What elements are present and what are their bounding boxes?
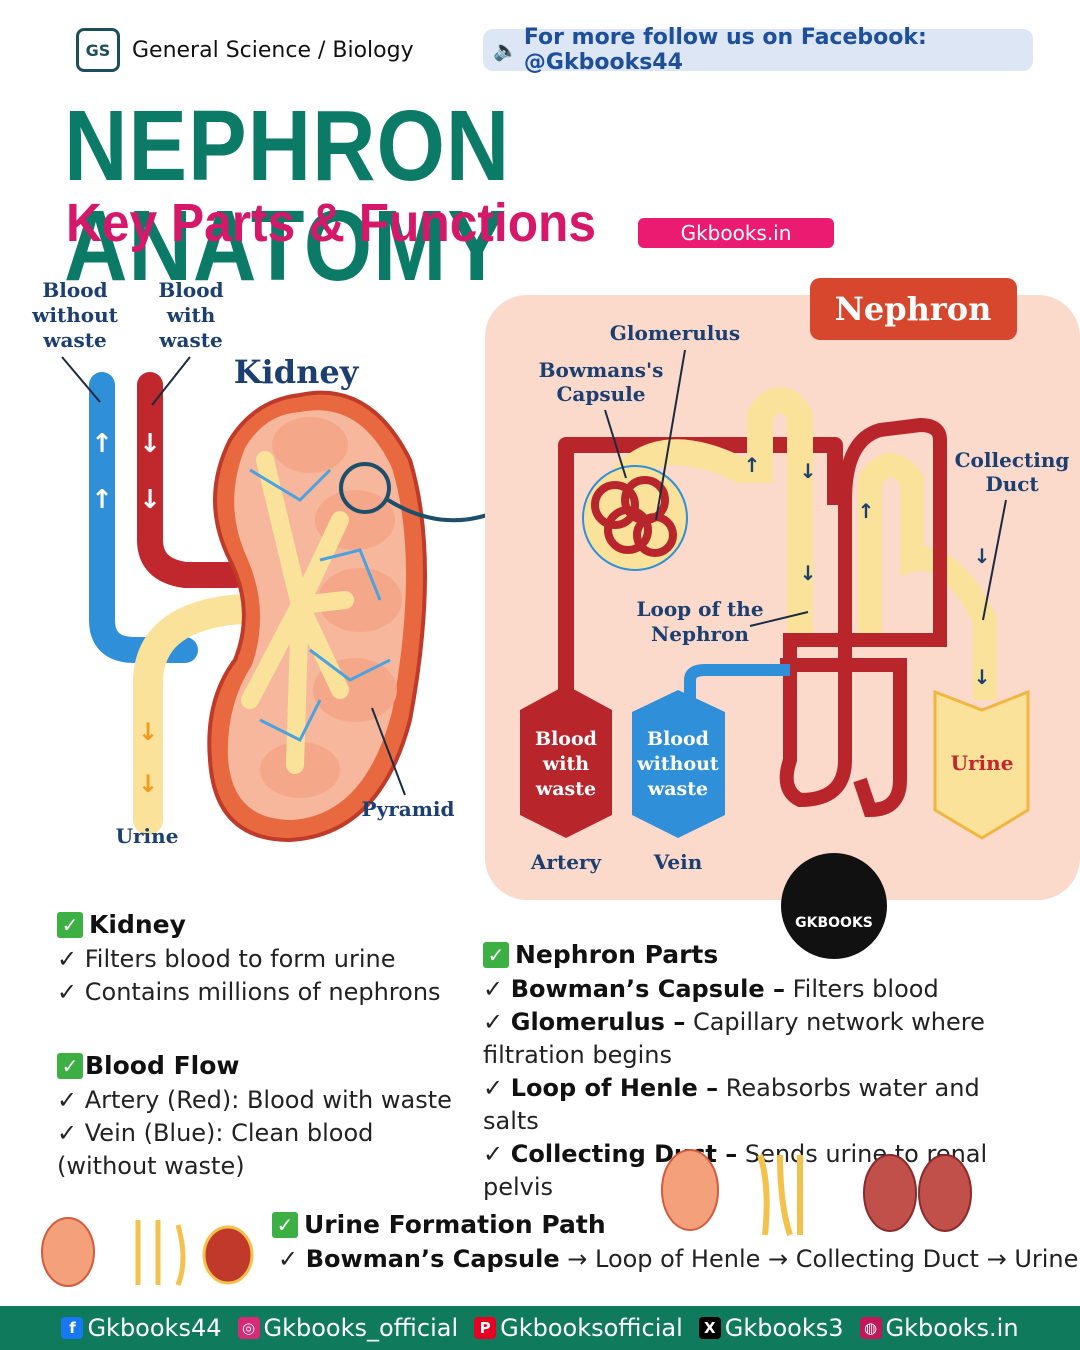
label-pyramid: Pyramid bbox=[362, 797, 455, 821]
web-icon: ◍ bbox=[859, 1317, 882, 1339]
label-vein: Vein bbox=[653, 850, 703, 874]
svg-text:with: with bbox=[542, 753, 589, 775]
label-loop-2: Nephron bbox=[651, 622, 749, 646]
distal-tubule bbox=[858, 453, 997, 700]
svg-text:Blood: Blood bbox=[535, 728, 597, 750]
check-icon: ✓ bbox=[272, 1211, 298, 1238]
svg-text:↓: ↓ bbox=[138, 718, 158, 746]
label-bowmans-1: Bowmans's bbox=[539, 358, 664, 382]
proximal-tubule bbox=[609, 387, 813, 640]
list-item: (without waste) bbox=[57, 1152, 245, 1180]
svg-text:↑: ↑ bbox=[91, 429, 113, 459]
svg-text:↑: ↑ bbox=[91, 485, 113, 515]
list-item: filtration begins bbox=[483, 1041, 672, 1069]
label-loop-1: Loop of the bbox=[636, 597, 763, 621]
ureter bbox=[133, 590, 315, 835]
nephron-parts-heading: Nephron Parts bbox=[515, 940, 719, 969]
list-item: ✓ Loop of Henle – Reabsorbs water and sa… bbox=[483, 1074, 980, 1135]
list-item: pelvis bbox=[483, 1173, 554, 1201]
svg-text:↓: ↓ bbox=[800, 561, 817, 585]
label-collecting-1: Collecting bbox=[955, 448, 1070, 472]
organ-illustrations bbox=[661, 1149, 972, 1236]
peritubular-capillary bbox=[779, 417, 947, 808]
list-item: ✓ Contains millions of nephrons bbox=[57, 978, 441, 1006]
footer-link-web[interactable]: ◍Gkbooks.in bbox=[859, 1314, 1019, 1342]
svg-text:↓: ↓ bbox=[139, 429, 161, 459]
blood-flow-section: ✓Blood Flow ✓ Artery (Red): Blood with w… bbox=[57, 1051, 452, 1183]
zoom-circle bbox=[339, 462, 391, 514]
blood-flow-heading: Blood Flow bbox=[85, 1051, 240, 1080]
glomerulus bbox=[591, 481, 639, 529]
urine-box bbox=[933, 689, 1030, 840]
svg-text:waste: waste bbox=[647, 778, 708, 800]
label-nephron-title: Nephron bbox=[835, 290, 992, 328]
pinterest-icon: P bbox=[474, 1317, 497, 1339]
vein-box bbox=[632, 690, 725, 838]
list-item: ✓ Artery (Red): Blood with waste bbox=[57, 1086, 452, 1114]
kidney-section: ✓Kidney ✓ Filters blood to form urine ✓ … bbox=[57, 910, 441, 1009]
label-bowmans-2: Capsule bbox=[557, 382, 646, 406]
label-glomerulus: Glomerulus bbox=[610, 321, 740, 345]
svg-text:↓: ↓ bbox=[800, 459, 817, 483]
footer-link-instagram[interactable]: ◎Gkbooks_official bbox=[237, 1314, 458, 1342]
label-blood-without-waste-2: without bbox=[31, 303, 118, 327]
artery-box bbox=[520, 685, 612, 838]
urine-path-section: ✓Urine Formation Path ✓ Bowman’s Capsule… bbox=[272, 1210, 1078, 1276]
label-blood-without-waste-3: waste bbox=[42, 328, 106, 352]
list-item: ✓ Vein (Blue): Clean blood bbox=[57, 1119, 374, 1147]
svg-text:Urine: Urine bbox=[951, 751, 1014, 775]
x-icon: X bbox=[698, 1317, 721, 1339]
subject-label: General Science / Biology bbox=[132, 37, 414, 63]
artery-vessel bbox=[137, 372, 248, 588]
label-blood-with-waste-1: Blood bbox=[158, 278, 223, 302]
svg-text:↓: ↓ bbox=[138, 770, 158, 798]
label-urine-left: Urine bbox=[116, 824, 179, 848]
urine-path-line: ✓ Bowman’s Capsule → Loop of Henle → Col… bbox=[278, 1245, 1079, 1273]
list-item: ✓ Bowman’s Capsule – Filters blood bbox=[483, 975, 939, 1003]
instagram-icon: ◎ bbox=[237, 1317, 260, 1339]
gkbooks-logo-text: GKBOOKS bbox=[795, 915, 873, 931]
label-collecting-2: Duct bbox=[985, 472, 1039, 496]
page-subtitle: Key Parts & Functions bbox=[66, 193, 597, 253]
svg-text:↓: ↓ bbox=[974, 665, 991, 689]
label-artery: Artery bbox=[530, 850, 603, 874]
label-kidney: Kidney bbox=[234, 353, 360, 391]
svg-text:↑: ↑ bbox=[744, 453, 761, 477]
vein-vessel-nephron bbox=[684, 664, 790, 700]
site-badge[interactable]: Gkbooks.in bbox=[638, 218, 834, 248]
list-item: ✓ Glomerulus – Capillary network where bbox=[483, 1008, 985, 1036]
check-icon: ✓ bbox=[483, 941, 509, 968]
svg-text:↓: ↓ bbox=[139, 485, 161, 515]
facebook-icon: f bbox=[61, 1317, 84, 1339]
label-blood-with-waste-3: waste bbox=[158, 328, 222, 352]
facebook-note[interactable]: 🔈 For more follow us on Facebook: @Gkboo… bbox=[483, 25, 1033, 75]
gs-logo-icon: GS bbox=[76, 28, 120, 72]
speaker-icon: 🔈 bbox=[493, 38, 518, 62]
list-item: ✓ Filters blood to form urine bbox=[57, 945, 396, 973]
label-blood-without-waste-1: Blood bbox=[42, 278, 107, 302]
header-bar: GS General Science / Biology bbox=[76, 28, 414, 72]
urine-path-heading: Urine Formation Path bbox=[304, 1210, 606, 1239]
check-icon: ✓ bbox=[57, 1052, 83, 1079]
pyramid-shape bbox=[272, 417, 348, 473]
svg-text:Blood: Blood bbox=[647, 728, 709, 750]
svg-text:↓: ↓ bbox=[974, 544, 991, 568]
check-icon: ✓ bbox=[57, 911, 83, 938]
vein-vessel bbox=[89, 372, 198, 663]
gkbooks-logo: GKBOOKS bbox=[781, 853, 887, 959]
label-blood-with-waste-2: with bbox=[166, 303, 216, 327]
kidney-heading: Kidney bbox=[89, 910, 186, 939]
page-title: NEPHRON ANATOMY bbox=[64, 90, 511, 302]
svg-text:↑: ↑ bbox=[858, 499, 875, 523]
svg-text:without: without bbox=[636, 753, 719, 775]
path-illustrations bbox=[41, 1217, 254, 1287]
svg-text:waste: waste bbox=[535, 778, 596, 800]
nephron-diagram: ↑ ↑ ↓ ↓ ↓ ↓ Blood without waste Blood wi… bbox=[31, 278, 1080, 900]
nephron-title-box bbox=[810, 278, 1017, 340]
facebook-note-text: For more follow us on Facebook: @Gkbooks… bbox=[523, 25, 927, 75]
